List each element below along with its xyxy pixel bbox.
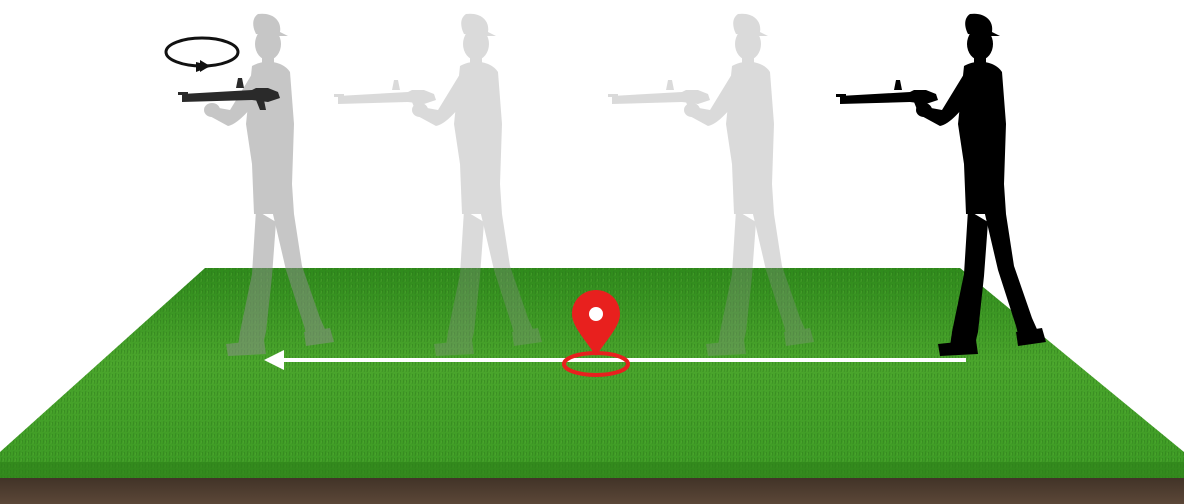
- grass-front-edge: [0, 462, 1184, 478]
